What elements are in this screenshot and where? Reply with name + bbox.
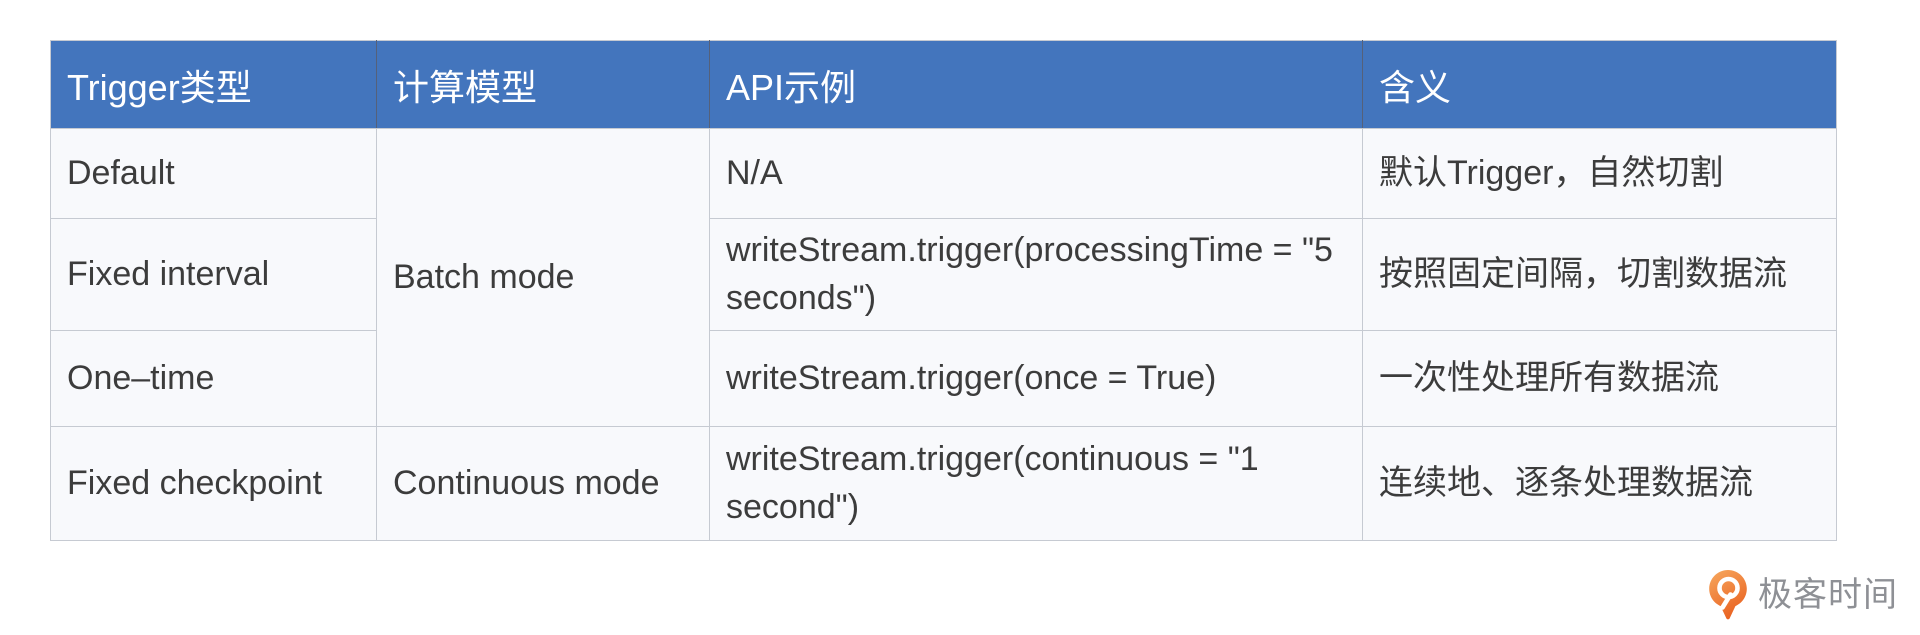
- geektime-logo: 极客时间: [1708, 569, 1898, 621]
- header-cell-meaning: 含义: [1362, 40, 1837, 129]
- table-row: Fixed interval writeStream.trigger(proce…: [50, 218, 1837, 331]
- cell-trigger-fixed-interval: Fixed interval: [50, 218, 377, 331]
- cell-api-default: N/A: [709, 128, 1363, 219]
- cell-model-continuous-mode: Continuous mode: [376, 426, 710, 541]
- cell-api-one-time: writeStream.trigger(once = True): [709, 330, 1363, 427]
- cell-meaning-one-time: 一次性处理所有数据流: [1362, 330, 1837, 427]
- geektime-pin-q-icon: [1709, 570, 1747, 620]
- table-row: Fixed checkpoint Continuous mode writeSt…: [50, 426, 1837, 541]
- cell-api-fixed-checkpoint: writeStream.trigger(continuous = "1 seco…: [709, 426, 1363, 541]
- cell-trigger-one-time: One–time: [50, 330, 377, 427]
- cell-api-fixed-interval: writeStream.trigger(processingTime = "5 …: [709, 218, 1363, 331]
- cell-trigger-default: Default: [50, 128, 377, 219]
- trigger-types-table: Trigger类型 计算模型 API示例 含义 Default Batch mo…: [50, 40, 1837, 541]
- header-cell-api-example: API示例: [709, 40, 1363, 129]
- header-cell-trigger-type: Trigger类型: [50, 40, 377, 129]
- header-cell-compute-model: 计算模型: [376, 40, 710, 129]
- cell-meaning-fixed-interval: 按照固定间隔，切割数据流: [1362, 218, 1837, 331]
- table-row: Default Batch mode N/A 默认Trigger，自然切割: [50, 128, 1837, 427]
- cell-model-batch-mode: Batch mode: [376, 128, 710, 427]
- geektime-logo-text: 极客时间: [1758, 576, 1898, 614]
- table-row: One–time writeStream.trigger(once = True…: [50, 330, 1837, 427]
- cell-trigger-fixed-checkpoint: Fixed checkpoint: [50, 426, 377, 541]
- cell-meaning-fixed-checkpoint: 连续地、逐条处理数据流: [1362, 426, 1837, 541]
- cell-meaning-default: 默认Trigger，自然切割: [1362, 128, 1837, 219]
- table-header-row: Trigger类型 计算模型 API示例 含义: [50, 40, 1837, 129]
